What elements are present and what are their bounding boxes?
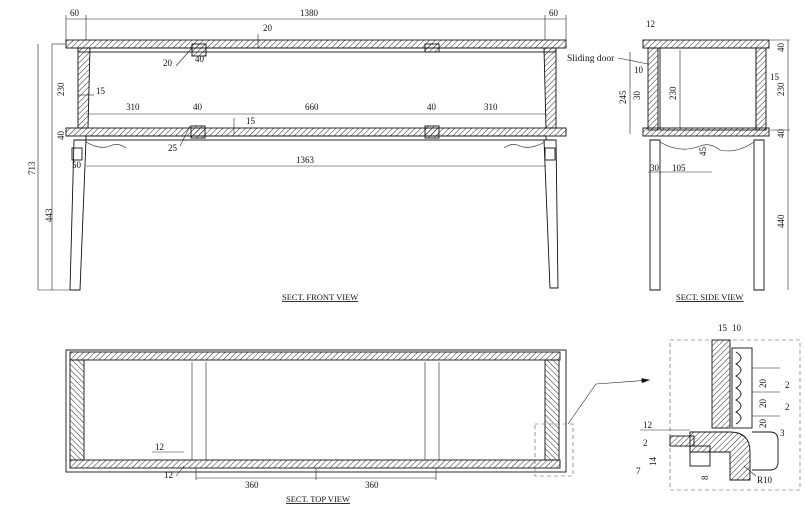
front-right-leg [543,139,559,289]
front-block-right [424,43,440,53]
det-dim-7: 7 [636,466,641,476]
side-shelf [642,127,770,137]
side-apron [659,141,755,152]
det-dim-r10: R10 [757,475,773,485]
front-shelf-block-right [424,125,440,139]
front-view: 60 1380 60 40 20 20 713 230 [27,8,567,302]
dim-15-mid: 15 [246,116,256,126]
top-back-board [69,351,561,361]
dim-50: 50 [72,160,82,170]
detail-frame [669,339,801,491]
dim-45: 45 [698,147,708,157]
det-dim-10: 10 [732,323,742,333]
detail-marker-box [534,423,574,477]
dim-1363: 1363 [296,155,315,165]
det-dim-20-b: 20 [758,399,768,409]
top-view: 360 360 12 12 SECT. TOP VIEW [65,349,651,504]
front-shelf-rail [85,135,547,141]
top-right-end [544,359,560,461]
dim-40-c: 40 [427,102,437,112]
det-dim-12: 12 [643,420,652,430]
top-view-caption: SECT. TOP VIEW [286,494,350,504]
det-dim-14: 14 [648,457,658,467]
dim-12-b: 12 [164,470,173,480]
det-dim-3: 3 [780,428,785,438]
front-left-leg-upper [77,47,91,129]
side-leg-front [649,139,661,291]
detail-corner-joint [689,431,751,481]
front-shelf [65,127,567,137]
dim-12: 12 [646,19,655,29]
front-right-leg-upper [543,47,557,129]
dim-360-b: 360 [365,480,379,490]
front-apron-right [503,141,546,149]
dim-40-top: 40 [776,43,786,53]
dim-12-a: 12 [155,442,164,452]
dim-30: 30 [632,91,642,101]
front-block-left [191,43,207,57]
dim-60-left: 60 [70,8,80,18]
dim-15-side: 15 [770,72,780,82]
sliding-door-label: Sliding door [567,54,615,64]
det-dim-8: 8 [700,475,710,480]
dim-660: 660 [305,102,319,112]
det-dim-20-a: 20 [758,379,768,389]
det-dim-20-c: 20 [758,419,768,429]
dim-60-right: 60 [549,8,559,18]
det-dim-15: 15 [718,323,728,333]
dim-310-a: 310 [126,102,140,112]
side-view: Sliding door 12 10 30 245 230 40 15 230 … [567,19,790,302]
det-dim-2-c: 2 [643,438,648,448]
front-left-bracket [71,147,83,161]
detail-profile [735,351,742,425]
side-door-panel [647,47,659,131]
det-dim-2-a: 2 [785,380,790,390]
dim-15-left: 15 [96,86,106,96]
dim-440: 440 [776,214,786,228]
dim-30-b: 30 [650,163,660,173]
top-front-board [69,459,561,469]
front-shelf-block-left [190,125,206,139]
side-top-board [642,39,770,49]
dim-245: 245 [618,90,628,104]
detail-rail [689,445,711,467]
top-outline [65,349,567,473]
dim-105: 105 [672,163,686,173]
front-apron-left [85,141,127,149]
det-dim-2-b: 2 [785,402,790,412]
side-leg-back [753,139,765,291]
dim-230: 230 [56,82,66,96]
dim-230-out: 230 [776,82,786,96]
dim-1380: 1380 [300,8,319,18]
dim-713: 713 [27,161,37,175]
front-view-caption: SECT. FRONT VIEW [282,292,358,302]
front-right-bracket [544,147,556,161]
dim-40-block: 40 [195,54,205,64]
detail-front-board [669,435,695,447]
detail-door-track [731,347,753,429]
dim-310-b: 310 [484,102,498,112]
front-top-rail [77,47,557,53]
dim-40-b: 40 [193,102,203,112]
dim-40-left: 40 [56,131,66,141]
dim-10: 10 [634,65,644,75]
dim-40-bot: 40 [776,129,786,139]
side-view-caption: SECT. SIDE VIEW [676,292,743,302]
front-top-board [65,39,567,49]
dim-20-left: 20 [163,58,173,68]
dim-230-in: 230 [668,86,678,100]
dim-20-top: 20 [263,23,273,33]
detail-view: 15 10 20 2 20 2 20 3 12 2 14 7 8 R10 [636,323,801,491]
dim-360-a: 360 [245,480,259,490]
detail-side-panel [711,339,731,429]
side-back-panel [755,47,767,131]
dim-25: 25 [168,143,178,153]
detail-r10-curve [752,431,779,471]
dim-443: 443 [44,208,54,222]
top-left-end [69,359,85,461]
